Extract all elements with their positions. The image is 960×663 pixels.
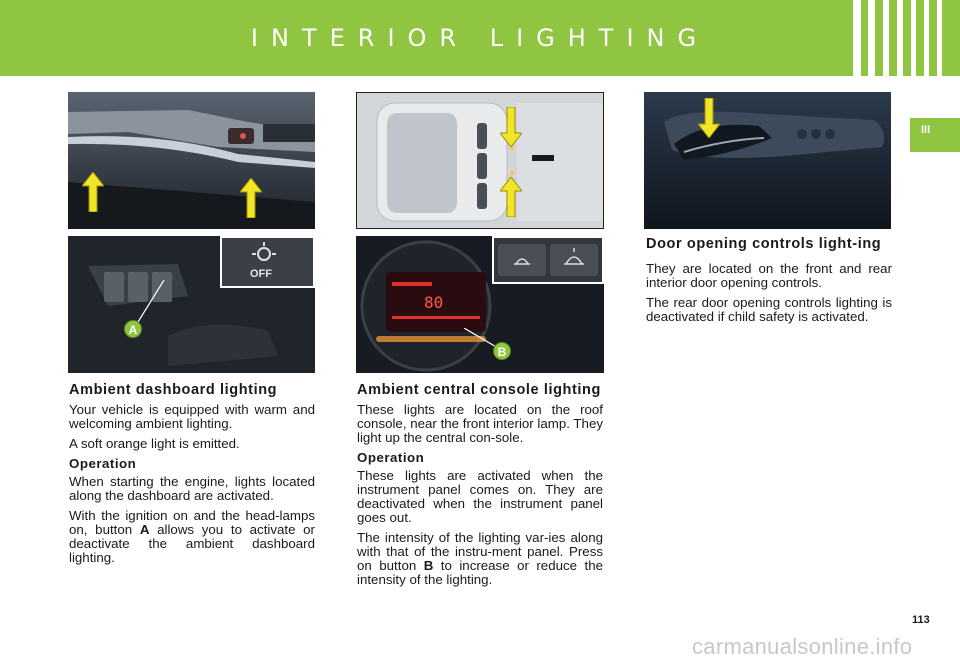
up-arrow-icon [500,177,522,217]
section-heading: Ambient central console lighting [357,382,601,398]
header-stripe [911,0,916,76]
callout-line [137,280,165,323]
callout-line [464,328,499,349]
text-span: allows you to activate or deactivate the… [69,522,315,565]
subheading: Operation [69,456,137,471]
paragraph: The rear door opening controls lighting … [646,295,892,324]
door-handle-photo [644,92,891,229]
cluster-speed-readout: 80 [424,293,443,312]
roof-console-photo [356,92,604,229]
brightness-buttons-icon [498,244,598,276]
paragraph: The intensity of the lighting var-ies al… [357,531,603,587]
section-heading: Ambient dashboard lighting [69,382,278,398]
down-arrow-icon [698,98,720,138]
dashboard-switch-illustration [68,236,315,373]
roof-console-illustration [357,93,603,228]
callout-b: B [493,342,511,360]
header-stripe [868,0,875,76]
button-key: B [423,558,434,573]
page-number: 113 [912,614,930,626]
switch-off-label: OFF [250,268,272,280]
text-span: With the ignition on and the head-lamps … [69,508,315,537]
paragraph: They are located on the front and rear i… [646,261,892,290]
paragraph: These lights are located on the roof con… [357,402,603,445]
instrument-cluster-photo: 80 B [356,236,604,373]
light-switch-icon [252,242,276,261]
paragraph: Your vehicle is equipped with warm and w… [69,402,315,431]
ambient-dashboard-section: Ambient dashboard lighting Your vehicle … [69,383,315,571]
up-arrow-icon [240,178,262,218]
up-arrow-icon [82,172,104,212]
down-arrow-icon [500,107,522,147]
header-stripe [853,0,861,76]
text-span: to increase or reduce the intensity of t… [357,558,603,587]
paragraph: These lights are activated when the inst… [357,468,603,525]
watermark: carmanualsonline.info [692,634,913,659]
header-stripe [883,0,889,76]
callout-a: A [124,320,142,338]
console-closeup-inset [492,236,604,284]
ambient-console-section: Ambient central console lighting These l… [357,383,603,593]
switch-closeup-inset: OFF [220,236,315,288]
chapter-tab[interactable]: III [910,118,960,152]
button-key: A [139,522,150,537]
header-banner: INTERIOR LIGHTING [0,0,960,76]
paragraph: A soft orange light is emitted. [69,436,240,451]
header-stripe [937,0,942,76]
header-stripe [897,0,903,76]
paragraph: With the ignition on and the head-lamps … [69,509,315,565]
section-heading: Door opening controls light-ing [646,236,882,252]
paragraph: When starting the engine, lights located… [69,474,315,503]
subheading: Operation [357,450,425,465]
door-controls-section: Door opening controls light-ing They are… [646,237,892,330]
header-stripe [924,0,929,76]
dashboard-illustration [68,92,315,229]
text-span: The intensity of the lighting var-ies al… [357,530,603,573]
door-handle-illustration [644,92,891,229]
dashboard-switch-photo: OFF A [68,236,315,373]
page-title: INTERIOR LIGHTING [250,24,710,52]
dashboard-photo [68,92,315,229]
